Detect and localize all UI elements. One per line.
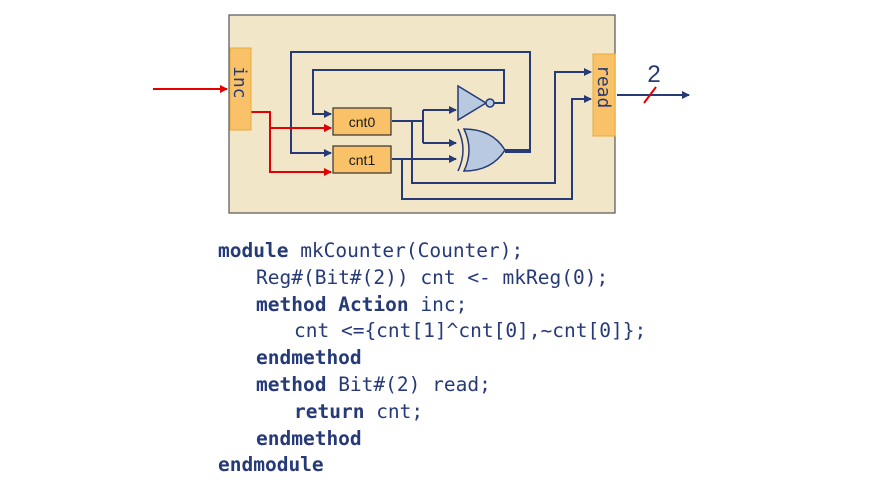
xor-gate (457, 128, 506, 172)
inc-port (229, 47, 252, 131)
wires (290, 51, 690, 200)
code-text: Bit#(2) read; (326, 372, 491, 396)
code-line: endmodule (218, 452, 646, 479)
read-port-label: read (593, 65, 614, 108)
code-line: endmethod (218, 345, 646, 372)
code-keyword: endmethod (256, 426, 362, 450)
code-keyword: endmodule (218, 453, 324, 477)
bus-width-label: 2 (647, 61, 660, 88)
not-gate (457, 84, 495, 122)
code-text: Reg#(Bit#(2)) cnt <- mkReg(0); (256, 265, 609, 289)
code-line: return cnt; (218, 399, 646, 426)
register-cnt1-label: cnt1 (349, 152, 376, 168)
code-text (326, 293, 338, 316)
read-port (592, 53, 616, 137)
code-keyword: endmethod (256, 346, 362, 370)
code-line: endmethod (218, 426, 646, 453)
code-keyword: Action (338, 292, 409, 316)
bus-slash (643, 86, 657, 104)
register-cnt0 (332, 107, 392, 136)
bsv-code-listing: module mkCounter(Counter);Reg#(Bit#(2)) … (218, 238, 646, 479)
code-keyword: method (256, 372, 327, 396)
code-text: mkCounter(Counter); (288, 239, 524, 262)
code-text: inc; (408, 292, 468, 316)
code-line: method Bit#(2) read; (218, 372, 646, 399)
inc-port-label: inc (229, 66, 250, 99)
inc-signal-wires (153, 85, 332, 176)
code-line: Reg#(Bit#(2)) cnt <- mkReg(0); (218, 265, 646, 292)
register-cnt1 (332, 145, 392, 174)
counter-circuit-diagram: 2 inc read cnt0 cnt1 (153, 14, 690, 214)
code-line: method Action inc; (218, 292, 646, 319)
code-line: cnt <={cnt[1]^cnt[0],~cnt[0]}; (218, 318, 646, 345)
code-keyword: method (256, 292, 327, 316)
code-text: cnt <={cnt[1]^cnt[0],~cnt[0]}; (294, 319, 647, 343)
code-line: module mkCounter(Counter); (218, 238, 646, 265)
code-keyword: return (294, 399, 365, 423)
code-keyword: module (218, 239, 289, 262)
register-cnt0-label: cnt0 (349, 114, 376, 130)
code-text: cnt; (364, 399, 424, 423)
